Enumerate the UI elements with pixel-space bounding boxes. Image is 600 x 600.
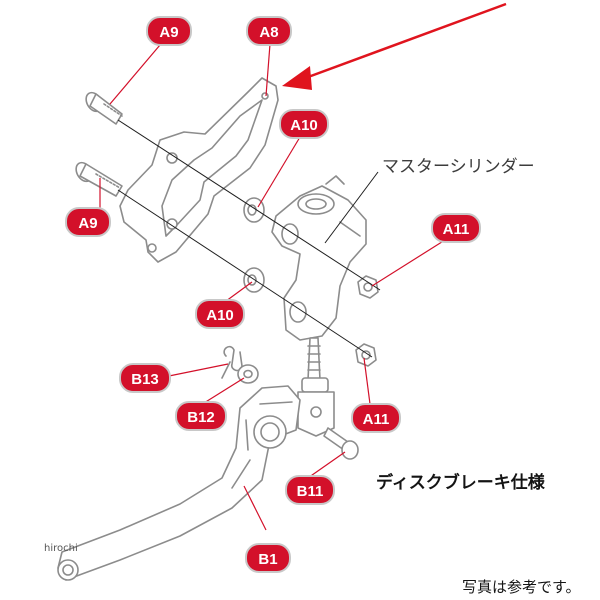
bolt-a9-top xyxy=(85,91,123,125)
label-a9-top: A9 xyxy=(146,16,192,46)
label-a9-top-text: A9 xyxy=(159,24,178,41)
disc-brake-spec-label: ディスクブレーキ仕様 xyxy=(376,472,546,493)
nut-a11-bottom xyxy=(355,343,377,367)
master-cylinder-label: マスターシリンダー xyxy=(382,157,535,177)
parts-drawing xyxy=(57,77,379,581)
label-a9-bottom-text: A9 xyxy=(78,215,97,232)
label-b11: B11 xyxy=(285,475,335,505)
label-a11-top-text: A11 xyxy=(443,221,470,238)
highlight-arrow xyxy=(282,2,507,90)
label-a9-bottom: A9 xyxy=(65,207,111,237)
label-a10-bottom: A10 xyxy=(195,299,245,329)
label-b12: B12 xyxy=(175,401,227,431)
master-cylinder xyxy=(271,175,367,437)
label-b12-text: B12 xyxy=(187,409,215,426)
label-b13-text: B13 xyxy=(131,371,159,388)
master-cylinder-leader xyxy=(324,171,379,244)
label-a11-top: A11 xyxy=(431,213,481,243)
label-b1-text: B1 xyxy=(258,551,277,568)
watermark: hirochi xyxy=(44,543,78,554)
label-a10-top: A10 xyxy=(279,109,329,139)
nut-a11-top xyxy=(357,275,379,299)
assembly-lines xyxy=(117,119,381,358)
bolt-a9-bottom xyxy=(75,161,123,197)
brake-pedal-b1 xyxy=(57,385,301,581)
label-a8-text: A8 xyxy=(259,24,278,41)
photo-note: 写真は参考です。 xyxy=(462,578,581,596)
label-b13: B13 xyxy=(119,363,171,393)
label-a10-top-text: A10 xyxy=(290,117,318,134)
label-a11-bottom-text: A11 xyxy=(363,411,390,428)
label-a11-bottom: A11 xyxy=(351,403,401,433)
label-a10-bottom-text: A10 xyxy=(206,307,234,324)
label-a8: A8 xyxy=(246,16,292,46)
pin-b11 xyxy=(323,427,359,460)
bracket-plate-a8 xyxy=(119,77,279,263)
label-b1: B1 xyxy=(245,543,291,573)
label-b11-text: B11 xyxy=(297,483,324,500)
